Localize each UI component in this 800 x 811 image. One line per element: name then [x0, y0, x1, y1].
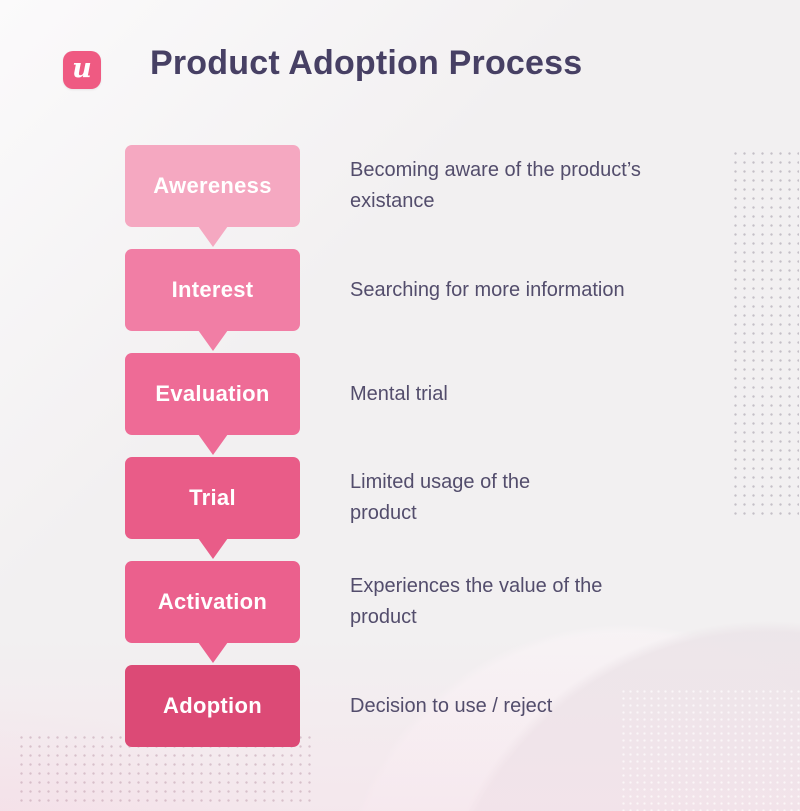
logo-letter: u — [72, 52, 92, 84]
stage-description: Experiences the value of the product — [350, 575, 603, 628]
stage-box: Adoption — [125, 665, 300, 747]
stage-row: Trial Limited usage of the product — [125, 457, 641, 559]
stage-pointer-arrow — [197, 538, 228, 559]
stage-box: Trial — [125, 457, 300, 559]
stage-label: Adoption — [163, 693, 262, 718]
stage-description: Searching for more information — [350, 278, 625, 301]
stage-list: Awereness Becoming aware of the product’… — [125, 145, 641, 747]
stage-box: Interest — [125, 249, 300, 351]
stage-row: Interest Searching for more information — [125, 249, 641, 351]
stage-row: Adoption Decision to use / reject — [125, 665, 641, 747]
stage-box: Awereness — [125, 145, 300, 247]
stage-label: Interest — [171, 277, 254, 302]
page-title: Product Adoption Process — [150, 44, 583, 82]
userpilot-logo-icon: u — [63, 51, 101, 89]
stage-description: Limited usage of the product — [350, 471, 531, 524]
stage-description: Mental trial — [350, 382, 448, 405]
stage-pointer-arrow — [197, 642, 228, 663]
stage-label: Trial — [189, 485, 236, 510]
stage-pointer-arrow — [197, 434, 228, 455]
stage-row: Activation Experiences the value of the … — [125, 561, 641, 663]
stage-box: Activation — [125, 561, 300, 663]
stage-label: Awereness — [153, 173, 272, 198]
stage-pointer-arrow — [197, 330, 228, 351]
stage-label: Activation — [157, 589, 268, 614]
stage-pointer-arrow — [197, 226, 228, 247]
stage-description: Becoming aware of the product’s existanc… — [350, 159, 641, 212]
stage-box: Evaluation — [125, 353, 300, 455]
stage-row: Awereness Becoming aware of the product’… — [125, 145, 641, 247]
stage-label: Evaluation — [155, 381, 270, 406]
stage-row: Evaluation Mental trial — [125, 353, 641, 455]
stage-description: Decision to use / reject — [350, 694, 553, 717]
